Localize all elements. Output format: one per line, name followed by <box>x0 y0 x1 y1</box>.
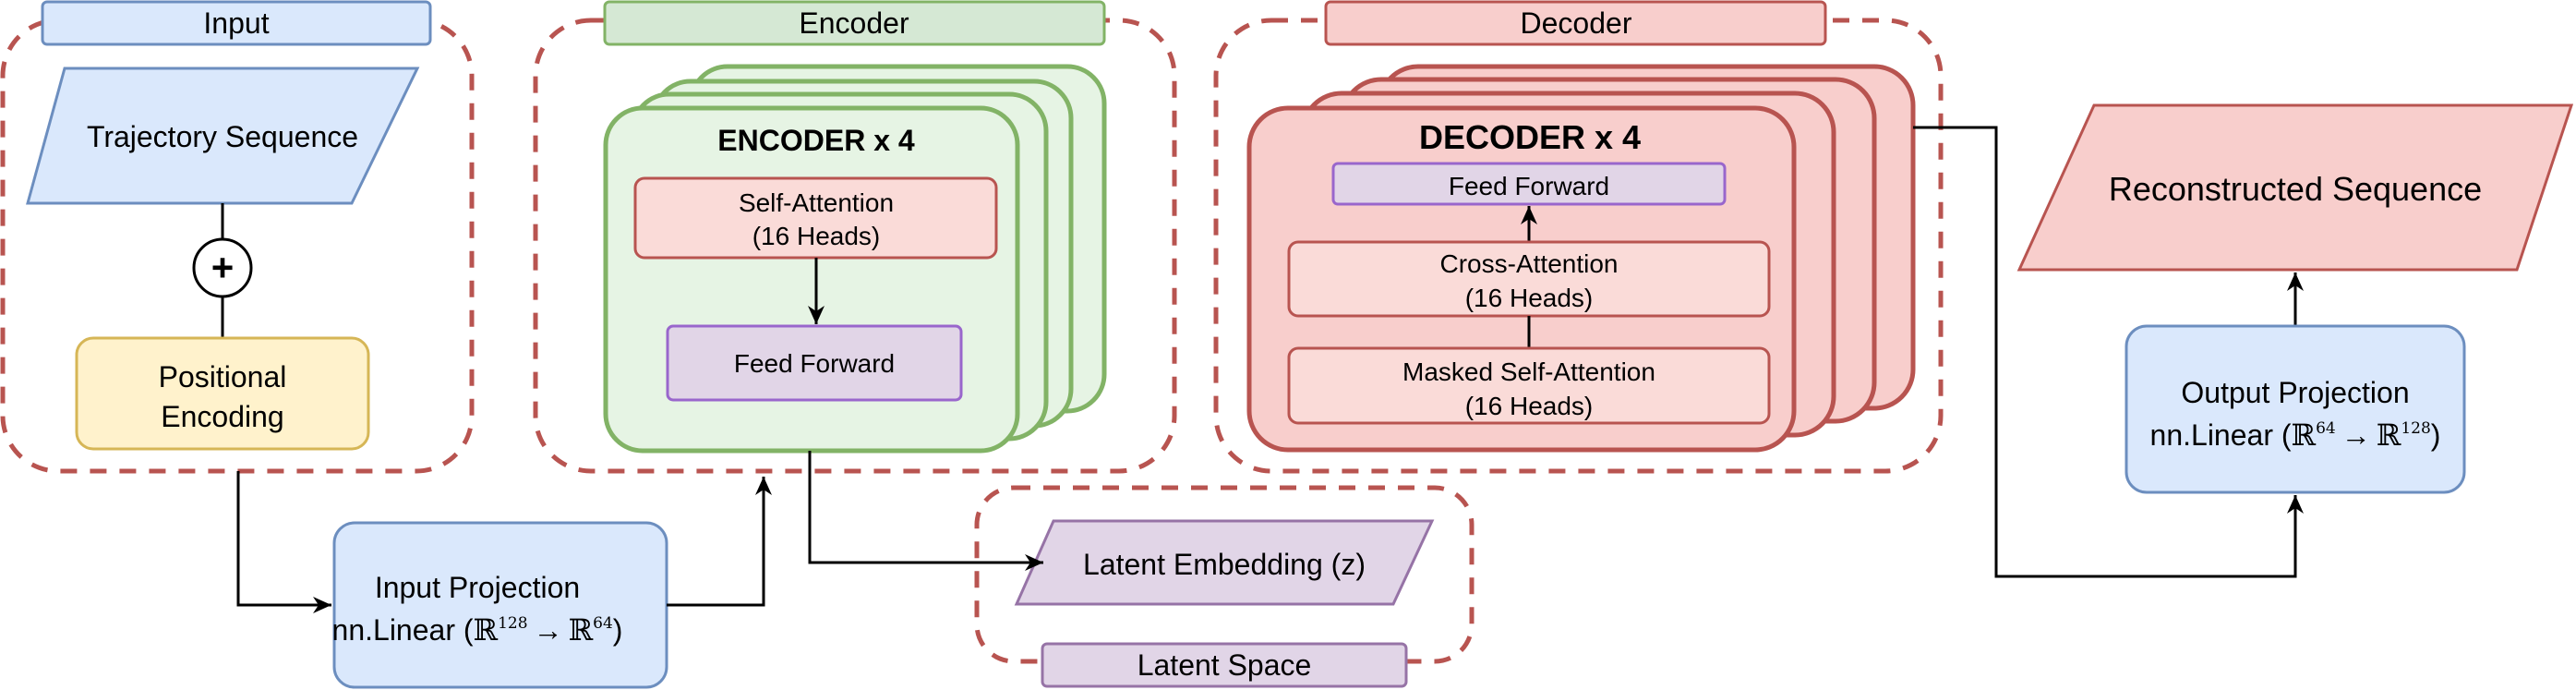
output-projection-arrow: → <box>2341 418 2371 452</box>
input-projection-set-to: ℝ <box>569 612 594 648</box>
input-projection-set-from: ℝ <box>474 612 499 648</box>
decoder-stack: DECODER x 4 Feed Forward Cross-Attention… <box>1246 64 1916 453</box>
output-projection-to-dim: 128 <box>2401 419 2430 438</box>
edge-decoder-to-output-projection <box>1913 126 2304 578</box>
encoder-self-attention-block: Self-Attention (16 Heads) <box>633 176 998 260</box>
output-projection-set-to: ℝ <box>2377 418 2401 453</box>
output-projection-from-dim: 64 <box>2316 419 2336 438</box>
output-projection-formula: nn.Linear (ℝ64→ℝ128) <box>2150 418 2441 453</box>
decoder-masked-attention-line1: Masked Self-Attention <box>1402 357 1655 386</box>
input-projection-formula: nn.Linear (ℝ128→ℝ64) <box>332 612 623 648</box>
output-projection-prefix: nn.Linear ( <box>2150 418 2292 452</box>
decoder-feed-forward-label: Feed Forward <box>1449 172 1609 200</box>
input-group-title: Input <box>203 6 269 40</box>
latent-space-group-label: Latent Space <box>1041 642 1408 688</box>
latent-embedding-node: Latent Embedding (z) <box>1014 519 1435 606</box>
reconstructed-sequence-node: Reconstructed Sequence <box>2016 103 2574 272</box>
input-projection-node: Input Projection nn.Linear (ℝ128→ℝ64) <box>332 521 668 689</box>
encoder-group-border <box>533 18 1177 474</box>
latent-embedding-label: Latent Embedding (z) <box>1083 548 1366 581</box>
input-projection-title: Input Projection <box>375 571 580 604</box>
decoder-masked-attention-line2: (16 Heads) <box>1465 392 1594 420</box>
encoder-stack-title: ENCODER x 4 <box>717 124 915 157</box>
encoder-self-attention-line1: Self-Attention <box>739 188 894 217</box>
edge-input-projection-to-encoder <box>667 477 772 607</box>
encoder-self-attention-line2: (16 Heads) <box>752 222 881 250</box>
encoder-feed-forward-label: Feed Forward <box>734 349 895 378</box>
output-projection-node: Output Projection nn.Linear (ℝ64→ℝ128) <box>2125 324 2466 494</box>
positional-encoding-line2: Encoding <box>161 400 283 433</box>
input-projection-from-dim: 128 <box>498 614 527 633</box>
decoder-cross-attention-line1: Cross-Attention <box>1440 249 1619 278</box>
output-projection-title: Output Projection <box>2181 376 2409 409</box>
latent-space-group-title: Latent Space <box>1138 648 1312 682</box>
trajectory-sequence-node: Trajectory Sequence <box>26 67 420 205</box>
output-projection-set-from: ℝ <box>2292 418 2317 453</box>
add-operator-symbol: + <box>211 246 235 289</box>
decoder-stack-title: DECODER x 4 <box>1419 118 1641 156</box>
edge-encoder-to-latent-embedding <box>808 451 1043 571</box>
latent-space-group-border <box>974 485 1475 664</box>
trajectory-sequence-label: Trajectory Sequence <box>87 120 358 153</box>
decoder-group-label: Decoder <box>1324 0 1827 46</box>
decoder-feed-forward-block: Feed Forward <box>1331 162 1727 206</box>
reconstructed-sequence-label: Reconstructed Sequence <box>2109 170 2482 208</box>
output-projection-suffix: ) <box>2431 418 2441 452</box>
decoder-group-title: Decoder <box>1521 6 1632 40</box>
add-operator-node: + <box>192 237 253 298</box>
edge-input-to-input-projection <box>236 471 331 613</box>
encoder-group-label: Encoder <box>603 0 1106 46</box>
encoder-stack: ENCODER x 4 Self-Attention (16 Heads) Fe… <box>603 64 1107 454</box>
positional-encoding-node: Positional Encoding <box>75 336 370 451</box>
input-projection-arrow: → <box>534 613 563 647</box>
decoder-cross-attention-line2: (16 Heads) <box>1465 284 1594 312</box>
encoder-feed-forward-block: Feed Forward <box>666 324 963 402</box>
input-projection-to-dim: 64 <box>593 614 613 633</box>
decoder-masked-attention-block: Masked Self-Attention (16 Heads) <box>1287 346 1771 425</box>
encoder-group-title: Encoder <box>799 6 909 40</box>
decoder-cross-attention-block: Cross-Attention (16 Heads) <box>1287 240 1771 318</box>
input-projection-prefix: nn.Linear ( <box>332 613 474 647</box>
input-projection-suffix: ) <box>613 613 623 647</box>
input-group-label: Input <box>41 0 432 46</box>
positional-encoding-line1: Positional <box>159 360 287 393</box>
